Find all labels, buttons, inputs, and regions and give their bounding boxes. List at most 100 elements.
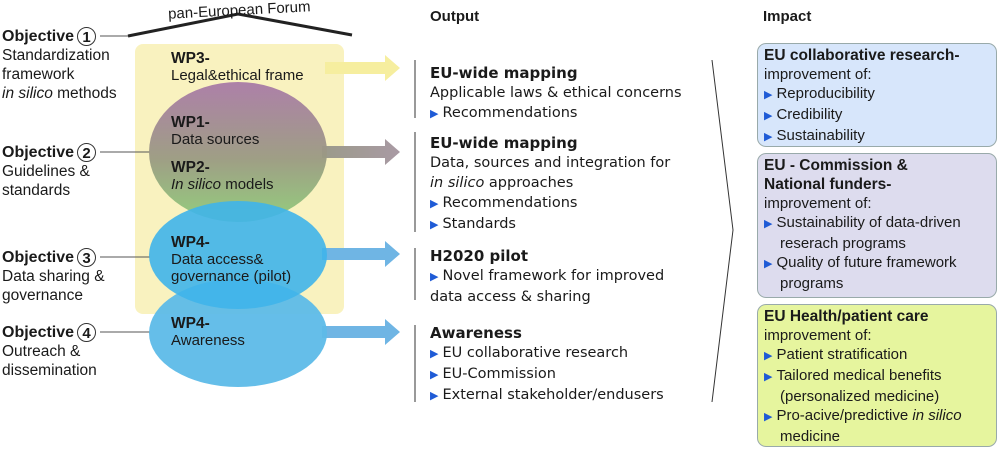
wp-desc: Legal&ethical frame	[171, 67, 304, 84]
right-triangle-icon: ▶	[764, 371, 773, 383]
impact-bullet: ▶Tailored medical benefits (personalized…	[764, 367, 942, 405]
right-triangle-icon: ▶	[764, 258, 773, 270]
objective-text: dissemination	[2, 362, 97, 379]
output-1: EU-wide mapping Applicable laws & ethica…	[430, 63, 682, 124]
right-triangle-icon: ▶	[430, 347, 439, 360]
impact-bullet: ▶Reproducibility	[764, 85, 875, 102]
wp4-awareness: WP4- Awareness	[171, 315, 245, 349]
objective-number: 2	[77, 143, 97, 162]
right-triangle-icon: ▶	[430, 107, 439, 120]
wp-title: WP3-	[171, 50, 210, 67]
impact-bullet: ▶Quality of future framework programs	[764, 254, 957, 292]
output-title: EU-wide mapping	[430, 134, 578, 152]
wp2: WP2- In silico models	[171, 159, 274, 193]
wp4b-ellipse	[149, 279, 327, 387]
wp-title: WP1-	[171, 114, 210, 131]
objective-label: Objective	[2, 144, 75, 161]
wp-title: WP2-	[171, 159, 210, 176]
objective-text: methods	[52, 85, 117, 102]
forum-roof	[127, 12, 353, 38]
objective-label: Objective	[2, 28, 75, 45]
output-text: data access & sharing	[430, 289, 591, 305]
wp-title: WP4-	[171, 315, 210, 332]
arrow-wp4b	[322, 319, 400, 345]
right-triangle-icon: ▶	[764, 131, 773, 143]
output-bullet: ▶External stakeholder/endusers	[430, 387, 664, 403]
output-bullet: ▶Standards	[430, 216, 516, 232]
impact-bullet: ▶Credibility	[764, 106, 843, 123]
wp3: WP3- Legal&ethical frame	[171, 50, 304, 84]
impact-title: National funders-	[764, 176, 892, 193]
impact-title: EU Health/patient care	[764, 308, 929, 325]
impact-sub: improvement of:	[764, 66, 872, 83]
right-triangle-icon: ▶	[764, 89, 773, 101]
objective-text: Guidelines &	[2, 163, 90, 180]
objective-text: Outreach &	[2, 343, 81, 360]
impact-sub: improvement of:	[764, 327, 872, 344]
objective-text: Standardization	[2, 47, 110, 64]
output-bullet: ▶Recommendations	[430, 195, 578, 211]
impact-brace	[711, 59, 734, 403]
output-title: H2020 pilot	[430, 247, 529, 265]
impact-bullet: ▶Patient stratification	[764, 346, 908, 363]
wp12-ellipse	[149, 82, 327, 222]
arrow-wp12	[322, 139, 400, 165]
right-triangle-icon: ▶	[430, 197, 439, 210]
output-bullet: ▶Novel framework for improved	[430, 268, 665, 284]
output-bullet: ▶EU collaborative research	[430, 345, 629, 361]
right-triangle-icon: ▶	[430, 368, 439, 381]
right-triangle-icon: ▶	[430, 389, 439, 402]
right-triangle-icon: ▶	[764, 218, 773, 230]
output-bullet: ▶Recommendations	[430, 105, 578, 121]
objective-text: standards	[2, 182, 71, 199]
output-text: Applicable laws & ethical concerns	[430, 85, 682, 101]
impact-box-research: EU collaborative research- improvement o…	[757, 43, 997, 147]
output-4: Awareness ▶EU collaborative research ▶EU…	[430, 323, 664, 406]
right-triangle-icon: ▶	[430, 270, 439, 283]
objective-text: governance	[2, 287, 84, 304]
objective-label: Objective	[2, 324, 75, 341]
impact-bullet: ▶Sustainability of data-driven reserach …	[764, 214, 961, 252]
objective-text: framework	[2, 66, 75, 83]
objective-number: 3	[77, 248, 97, 267]
wp-desc: Data access&	[171, 251, 264, 268]
objective-label: Objective	[2, 249, 75, 266]
output-3: H2020 pilot ▶Novel framework for improve…	[430, 246, 664, 307]
output-title: Awareness	[430, 324, 522, 342]
right-triangle-icon: ▶	[764, 350, 773, 362]
objective-text: Data sharing &	[2, 268, 105, 285]
objective-number: 4	[77, 323, 97, 342]
impact-title: EU - Commission &	[764, 157, 908, 174]
wp-desc: Data sources	[171, 131, 260, 148]
wp-title: WP4-	[171, 234, 210, 251]
wp-desc: governance (pilot)	[171, 268, 292, 285]
impact-box-health: EU Health/patient care improvement of: ▶…	[757, 304, 997, 447]
wp4a-ellipse	[149, 201, 327, 309]
output-title: EU-wide mapping	[430, 64, 578, 82]
output-text: in silico approaches	[430, 175, 574, 191]
objective-number: 1	[77, 27, 97, 46]
impact-bullet: ▶Pro-acive/predictive in silico medicine	[764, 407, 962, 445]
wp1: WP1- Data sources	[171, 114, 259, 148]
wp-desc: models	[221, 176, 274, 193]
arrow-wp3	[325, 55, 400, 81]
output-text: Data, sources and integration for	[430, 155, 671, 171]
arrow-wp4a	[322, 241, 400, 267]
wp-desc: Awareness	[171, 332, 245, 349]
wp-desc-italic: In silico	[171, 176, 222, 193]
impact-box-commission: EU - Commission & National funders- impr…	[757, 153, 997, 298]
objective-text-italic: in silico	[2, 85, 53, 102]
right-triangle-icon: ▶	[764, 110, 773, 122]
impact-sub: improvement of:	[764, 195, 872, 212]
output-2: EU-wide mapping Data, sources and integr…	[430, 133, 670, 235]
impact-bullet: ▶Sustainability	[764, 127, 865, 144]
wp4-data-access: WP4- Data access& governance (pilot)	[171, 234, 291, 285]
right-triangle-icon: ▶	[430, 218, 439, 231]
right-triangle-icon: ▶	[764, 411, 773, 423]
impact-header: Impact	[763, 8, 812, 25]
